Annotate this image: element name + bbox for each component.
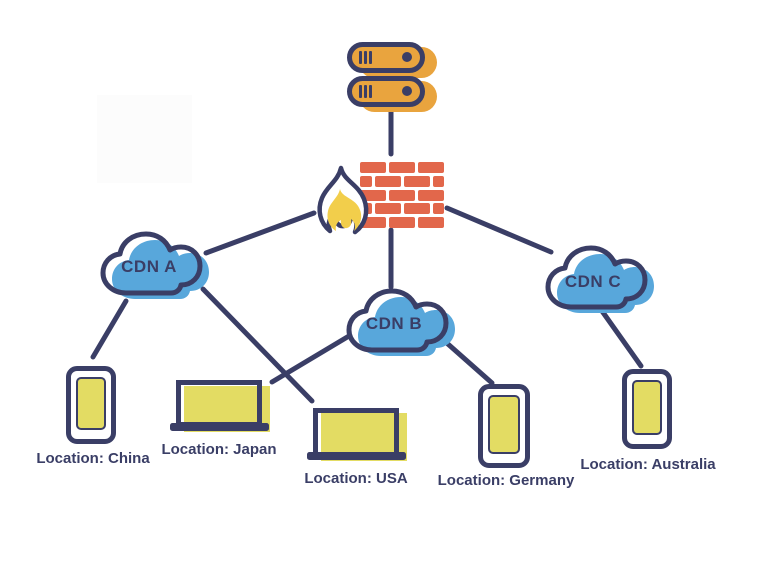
brick-row bbox=[360, 217, 444, 229]
device-germany-phone-icon bbox=[478, 384, 530, 468]
cdn-c-cloud-icon bbox=[545, 245, 654, 313]
server-vents bbox=[359, 51, 372, 64]
server-vents bbox=[359, 85, 372, 98]
device-australia-phone-icon bbox=[622, 369, 672, 449]
phone-screen bbox=[488, 395, 520, 454]
cdn-b-label: CDN B bbox=[365, 314, 423, 333]
device-japan-label: Location: Japan bbox=[161, 441, 277, 458]
device-china-phone-icon bbox=[66, 366, 116, 444]
device-china-label: Location: China bbox=[36, 450, 150, 467]
link-firewall-cdn-a bbox=[203, 210, 317, 256]
brick-row bbox=[360, 189, 444, 201]
server-led bbox=[402, 52, 412, 62]
origin-server-icon bbox=[347, 40, 442, 114]
cdn-c-label: CDN C bbox=[564, 272, 622, 291]
phone-screen bbox=[632, 380, 662, 435]
device-japan-laptop-icon bbox=[176, 380, 262, 427]
device-usa-laptop-icon bbox=[313, 408, 399, 457]
cdn-a-label: CDN A bbox=[121, 257, 177, 276]
link-cdn-b-japan bbox=[269, 333, 352, 385]
link-cdn-a-china bbox=[90, 298, 129, 360]
link-cdn-b-germany bbox=[437, 334, 495, 386]
cdn-b-cloud-icon bbox=[346, 288, 455, 356]
cdn-a-cloud-icon bbox=[100, 231, 209, 299]
link-cdn-c-australia bbox=[599, 308, 644, 369]
link-firewall-cdn-c bbox=[444, 205, 554, 255]
server-unit-bottom bbox=[347, 76, 425, 107]
device-germany-label: Location: Germany bbox=[437, 472, 575, 489]
brick-row bbox=[360, 162, 444, 173]
laptop-base bbox=[307, 452, 406, 460]
server-unit-top bbox=[347, 42, 425, 73]
brick-row bbox=[360, 175, 444, 187]
faint-watermark-square bbox=[97, 95, 192, 183]
server-led bbox=[402, 86, 412, 96]
device-australia-label: Location: Australia bbox=[580, 456, 716, 473]
link-cdn-a-usa bbox=[200, 286, 315, 404]
device-usa-label: Location: USA bbox=[304, 470, 408, 487]
flame-icon bbox=[317, 165, 369, 235]
laptop-base bbox=[170, 423, 269, 431]
phone-screen bbox=[76, 377, 106, 430]
